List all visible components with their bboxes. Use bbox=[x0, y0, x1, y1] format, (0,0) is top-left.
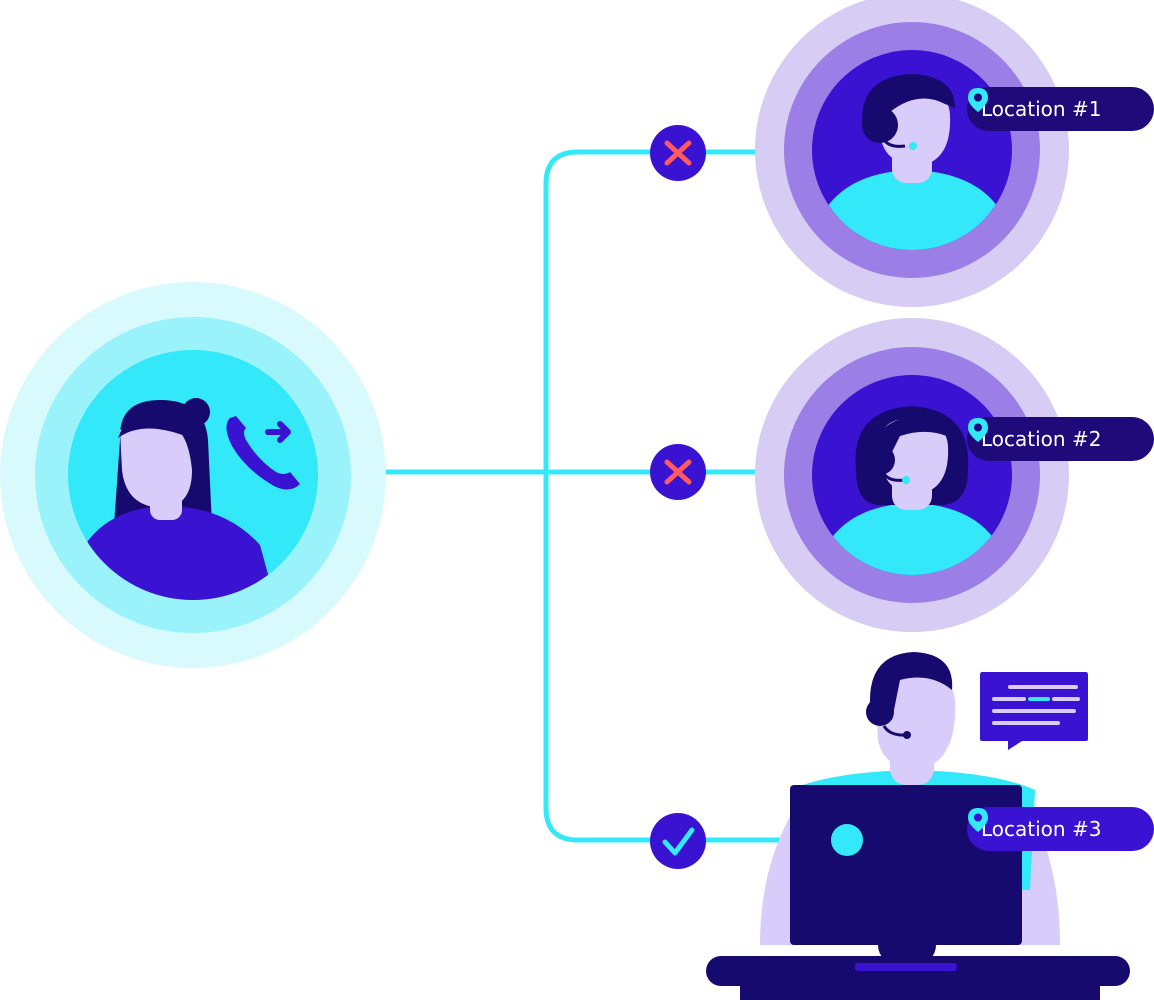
connection-lines bbox=[310, 149, 848, 843]
line-branch-bottom bbox=[543, 472, 848, 843]
location-label-text: Location #3 bbox=[981, 817, 1102, 841]
agent-node-location-2 bbox=[755, 318, 1069, 632]
status-badge-location-1 bbox=[650, 125, 706, 181]
connection-endpoint-dot bbox=[831, 824, 863, 856]
map-pin-icon bbox=[968, 88, 988, 112]
map-pin-icon bbox=[968, 808, 988, 832]
person-phone-forward-icon bbox=[226, 416, 300, 490]
agent-node-location-1 bbox=[755, 0, 1069, 307]
location-label-1: Location #1 bbox=[967, 87, 1154, 131]
caller-avatar bbox=[70, 398, 275, 600]
map-pin-icon bbox=[968, 418, 988, 442]
location-label-text: Location #2 bbox=[981, 427, 1102, 451]
status-badge-location-3 bbox=[650, 813, 706, 869]
x-icon bbox=[664, 459, 692, 485]
location-label-3: Location #3 bbox=[967, 807, 1154, 851]
caller-node bbox=[0, 282, 386, 668]
location-label-text: Location #1 bbox=[981, 97, 1102, 121]
x-icon bbox=[664, 140, 692, 166]
location-label-2: Location #2 bbox=[967, 417, 1154, 461]
line-branch-top bbox=[543, 149, 815, 472]
chat-bubble-icon bbox=[980, 672, 1088, 750]
status-badge-location-2 bbox=[650, 444, 706, 500]
check-icon bbox=[662, 827, 695, 856]
